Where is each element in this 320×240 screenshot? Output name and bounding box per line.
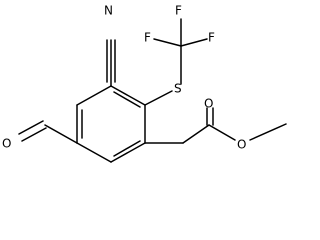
sulfur-label: S [174, 82, 182, 96]
ring-bond-c4-c5 [76, 142, 112, 163]
aldehyde-double-bond-line-1 [18, 120, 44, 135]
aldehyde-oxygen-label: O [2, 137, 11, 151]
fluorine-label-left: F [144, 31, 151, 45]
ring-bond-c6-c1 [76, 85, 112, 106]
carbonyl-oxygen-label: O [204, 97, 213, 111]
ring-bond-c3-c4 [110, 142, 146, 163]
ring-double-bond-c3-c4 [113, 140, 141, 157]
aldehyde-double-bond-line-2 [21, 127, 47, 142]
ring-bond-c1-c2 [110, 85, 146, 106]
aryl-sulfur-bond [144, 90, 173, 106]
methylene-carbonyl-bond [182, 124, 210, 144]
carbon-fluorine-bond-left [153, 38, 182, 47]
nitrogen-label: N [104, 4, 113, 18]
ester-oxygen-methyl-bond [249, 123, 287, 141]
ring-double-bond-c1-c2 [113, 91, 141, 108]
carbon-fluorine-bond-right [180, 38, 208, 47]
chemical-structure: N S F F F O O O [2, 4, 287, 163]
carbonyl-ester-oxygen-bond [208, 124, 236, 141]
fluorine-label-top: F [175, 4, 182, 18]
aryl-aldehyde-bond [44, 124, 78, 144]
ester-oxygen-label: O [237, 138, 246, 152]
fluorine-label-right: F [208, 31, 215, 45]
